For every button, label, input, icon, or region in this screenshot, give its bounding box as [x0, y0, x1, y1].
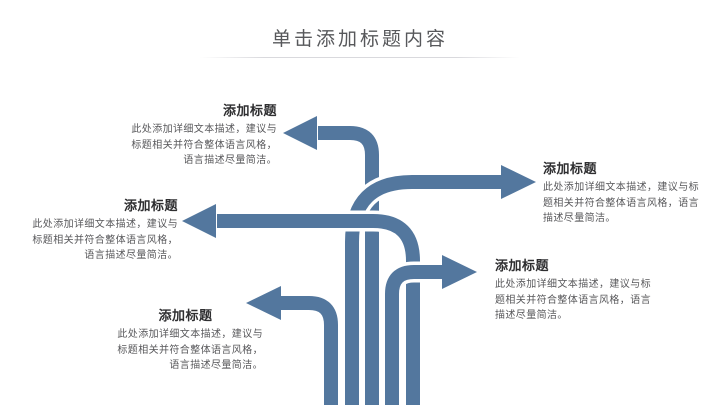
block-body: 此处添加详细文本描述，建议与标题相关并符合整体语言风格，语言描述尽量简洁。: [117, 329, 263, 371]
block-heading: 添加标题: [158, 308, 213, 323]
arrow-top-right-icon: [341, 165, 536, 405]
arrow-bottom-left-icon: [246, 286, 338, 405]
page-title: 单击添加标题内容: [271, 29, 448, 50]
block-body: 此处添加详细文本描述，建议与标题相关并符合整体语言风格，语言描述尽量简洁。: [495, 279, 651, 321]
text-block-mid-right: 添加标题 此处添加详细文本描述，建议与标题相关并符合整体语言风格，语言描述尽量简…: [495, 257, 652, 324]
title-divider: [200, 57, 520, 58]
arrow-mid-right-icon: [381, 255, 477, 405]
block-heading: 添加标题: [123, 198, 178, 213]
arrow-top-left-icon: [283, 116, 379, 405]
text-block-top-right: 添加标题 此处添加详细文本描述，建议与标题相关并符合整体语言风格，语言描述尽量简…: [543, 160, 700, 227]
block-heading: 添加标题: [222, 103, 277, 118]
block-body: 此处添加详细文本描述，建议与标题相关并符合整体语言风格，语言描述尽量简洁。: [543, 182, 699, 224]
arrow-mid-left-icon: [182, 204, 424, 405]
block-body: 此处添加详细文本描述，建议与标题相关并符合整体语言风格，语言描述尽量简洁。: [131, 124, 277, 166]
block-heading: 添加标题: [495, 258, 550, 273]
block-body: 此处添加详细文本描述，建议与标题相关并符合整体语言风格，语言描述尽量简洁。: [32, 219, 178, 261]
text-block-top-left: 添加标题 此处添加详细文本描述，建议与标题相关并符合整体语言风格，语言描述尽量简…: [122, 102, 277, 169]
block-heading: 添加标题: [543, 161, 598, 176]
text-block-bottom-left: 添加标题 此处添加详细文本描述，建议与标题相关并符合整体语言风格，语言描述尽量简…: [108, 307, 263, 374]
text-block-mid-left: 添加标题 此处添加详细文本描述，建议与标题相关并符合整体语言风格，语言描述尽量简…: [23, 197, 178, 264]
